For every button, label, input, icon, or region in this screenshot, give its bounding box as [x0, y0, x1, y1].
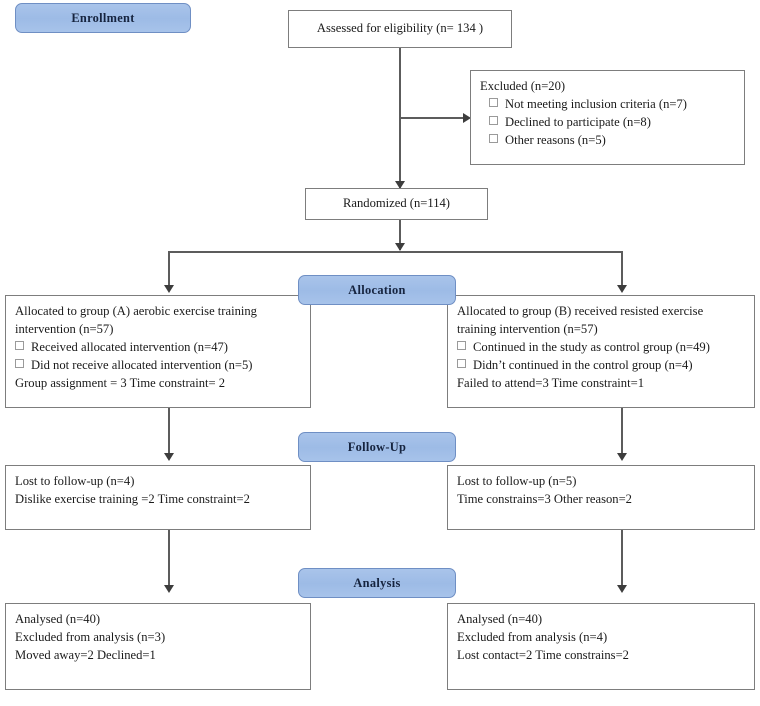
stage-banner-enrollment: Enrollment	[15, 3, 191, 33]
arrowhead-followup-right	[617, 453, 627, 461]
stage-banner-allocation-label: Allocation	[348, 282, 406, 297]
checkbox-square-icon	[457, 340, 466, 350]
checkbox-square-icon	[489, 97, 498, 107]
arrowhead-followup-left	[164, 453, 174, 461]
connector-followup-left-to-analysis	[168, 530, 170, 589]
analysis-right-box: Analysed (n=40) Excluded from analysis (…	[447, 603, 755, 690]
excluded-item: Other reasons (n=5)	[480, 132, 735, 150]
analysis-left-box: Analysed (n=40) Excluded from analysis (…	[5, 603, 311, 690]
arrowhead-to-excluded	[463, 113, 471, 123]
allocation-left-line3: Group assignment = 3 Time constraint= 2	[15, 375, 226, 390]
checkbox-square-icon	[489, 133, 498, 143]
excluded-item-label: Declined to participate (n=8)	[505, 114, 651, 129]
assessed-for-eligibility-text: Assessed for eligibility (n= 134 )	[316, 21, 484, 36]
connector-split-left	[168, 251, 170, 289]
followup-left-line2: Dislike exercise training =2 Time constr…	[15, 491, 250, 506]
connector-split-horizontal	[168, 251, 623, 253]
allocation-right-item: Continued in the study as control group …	[457, 339, 745, 357]
allocation-right-item-label: Continued in the study as control group …	[473, 339, 710, 354]
stage-banner-allocation: Allocation	[298, 275, 456, 305]
stage-banner-analysis: Analysis	[298, 568, 456, 598]
followup-right-line2: Time constrains=3 Other reason=2	[457, 491, 632, 506]
analysis-left-line1: Analysed (n=40)	[15, 612, 101, 626]
analysis-left-line2: Excluded from analysis (n=3)	[15, 629, 166, 644]
arrowhead-analysis-left	[164, 585, 174, 593]
analysis-left-line3: Moved away=2 Declined=1	[15, 647, 156, 662]
checkbox-square-icon	[15, 358, 24, 368]
followup-left-box: Lost to follow-up (n=4) Dislike exercise…	[5, 465, 311, 530]
followup-right-box: Lost to follow-up (n=5) Time constrains=…	[447, 465, 755, 530]
analysis-right-line1: Analysed (n=40)	[457, 612, 543, 626]
stage-banner-followup: Follow-Up	[298, 432, 456, 462]
allocation-left-item: Did not receive allocated intervention (…	[15, 357, 301, 375]
connector-followup-right-to-analysis	[621, 530, 623, 589]
randomized-text: Randomized (n=114)	[342, 196, 450, 211]
connector-alloc-left-to-followup	[168, 408, 170, 458]
connector-split-right	[621, 251, 623, 289]
stage-banner-enrollment-label: Enrollment	[71, 10, 135, 25]
excluded-item: Not meeting inclusion criteria (n=7)	[480, 96, 735, 114]
arrowhead-allocation-right	[617, 285, 627, 293]
arrowhead-analysis-right	[617, 585, 627, 593]
analysis-right-line2: Excluded from analysis (n=4)	[457, 629, 608, 644]
stage-banner-analysis-label: Analysis	[353, 575, 401, 590]
analysis-right-line3: Lost contact=2 Time constrains=2	[457, 647, 629, 662]
allocation-right-line1: Allocated to group (B) received resisted…	[457, 304, 704, 318]
allocation-left-box: Allocated to group (A) aerobic exercise …	[5, 295, 311, 408]
allocation-left-line2: intervention (n=57)	[15, 321, 114, 336]
connector-randomized-down	[399, 220, 401, 250]
allocation-left-item-label: Did not receive allocated intervention (…	[31, 357, 253, 372]
allocation-right-item-label: Didn’t continued in the control group (n…	[473, 357, 693, 372]
followup-left-line1: Lost to follow-up (n=4)	[15, 474, 135, 488]
arrowhead-randomized-split	[395, 243, 405, 251]
checkbox-square-icon	[457, 358, 466, 368]
connector-to-excluded	[399, 117, 464, 119]
allocation-right-item: Didn’t continued in the control group (n…	[457, 357, 745, 375]
allocation-left-item-label: Received allocated intervention (n=47)	[31, 339, 228, 354]
allocation-right-box: Allocated to group (B) received resisted…	[447, 295, 755, 408]
allocation-right-line3: Failed to attend=3 Time constraint=1	[457, 375, 645, 390]
excluded-item-label: Other reasons (n=5)	[505, 132, 606, 147]
arrowhead-allocation-left	[164, 285, 174, 293]
connector-alloc-right-to-followup	[621, 408, 623, 458]
excluded-heading: Excluded (n=20)	[480, 79, 566, 93]
stage-banner-followup-label: Follow-Up	[347, 439, 407, 454]
excluded-box: Excluded (n=20) Not meeting inclusion cr…	[470, 70, 745, 165]
assessed-for-eligibility-box: Assessed for eligibility (n= 134 )	[288, 10, 512, 48]
allocation-left-item: Received allocated intervention (n=47)	[15, 339, 301, 357]
allocation-left-line1: Allocated to group (A) aerobic exercise …	[15, 304, 257, 318]
randomized-box: Randomized (n=114)	[305, 188, 488, 220]
excluded-item-label: Not meeting inclusion criteria (n=7)	[505, 96, 687, 111]
followup-right-line1: Lost to follow-up (n=5)	[457, 474, 577, 488]
checkbox-square-icon	[489, 115, 498, 125]
arrowhead-to-randomized	[395, 181, 405, 189]
excluded-item: Declined to participate (n=8)	[480, 114, 735, 132]
allocation-right-line2: training intervention (n=57)	[457, 321, 598, 336]
checkbox-square-icon	[15, 340, 24, 350]
